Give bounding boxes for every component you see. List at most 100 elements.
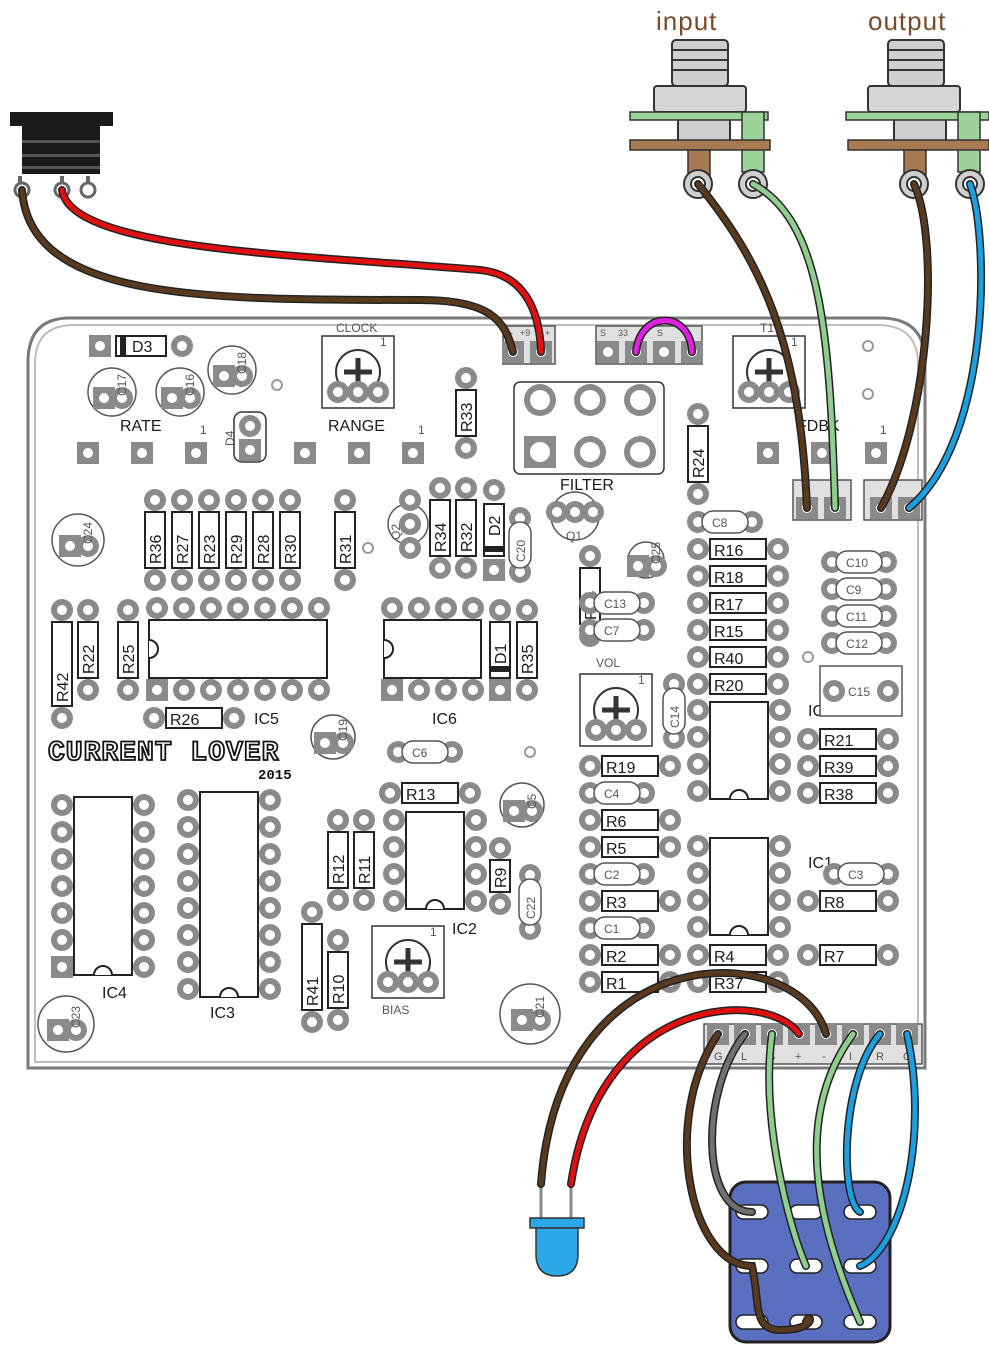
diode-band bbox=[490, 666, 510, 672]
mounting-hole bbox=[362, 542, 374, 554]
pad-hole bbox=[149, 713, 159, 723]
resistor-body bbox=[709, 592, 767, 614]
capacitor-label: C3 bbox=[848, 868, 864, 882]
resistor-label: R16 bbox=[714, 543, 743, 560]
pad-hole bbox=[373, 387, 383, 397]
pad-hole bbox=[333, 895, 343, 905]
pad-hole bbox=[405, 543, 415, 553]
pin-number-label: 1 bbox=[638, 673, 645, 687]
pad-hole bbox=[403, 977, 413, 987]
pad-hole bbox=[495, 685, 505, 695]
pad-hole bbox=[775, 705, 785, 715]
pad-hole bbox=[803, 761, 813, 771]
pad-hole bbox=[183, 930, 193, 940]
logo: CURRENT LOVER 2015 bbox=[47, 737, 292, 784]
pad-hole bbox=[827, 584, 837, 594]
resistor-label: R10 bbox=[331, 975, 348, 1004]
pad-hole bbox=[515, 513, 525, 523]
pad-hole bbox=[522, 685, 532, 695]
pad-hole bbox=[881, 638, 891, 648]
pad-hole bbox=[693, 977, 703, 987]
pad-hole bbox=[206, 603, 216, 613]
resistor-body bbox=[455, 499, 477, 557]
pad-hole bbox=[83, 448, 93, 458]
pad-hole bbox=[585, 869, 595, 879]
pad-hole bbox=[287, 685, 297, 695]
pad-hole bbox=[414, 603, 424, 613]
pad-hole bbox=[665, 761, 675, 771]
pad-hole bbox=[465, 788, 475, 798]
pad-hole bbox=[773, 571, 783, 581]
resistor-label: R18 bbox=[714, 570, 743, 587]
resistor-label: R30 bbox=[283, 535, 300, 564]
switch-out-wire-b bbox=[857, 1031, 918, 1269]
resistor-body bbox=[709, 619, 767, 641]
pad-hole bbox=[340, 495, 350, 505]
transistor-label: Q2 bbox=[389, 524, 403, 540]
pad-hole bbox=[139, 962, 149, 972]
pad-hole bbox=[139, 854, 149, 864]
resistor-label: R8 bbox=[824, 895, 845, 912]
ic-label: IC2 bbox=[452, 921, 477, 938]
pad-hole bbox=[359, 895, 369, 905]
pad-hole bbox=[693, 759, 703, 769]
resistor-label: R42 bbox=[55, 673, 72, 702]
pad-hole bbox=[468, 603, 478, 613]
dc-ground-wire bbox=[19, 187, 516, 355]
mounting-hole bbox=[862, 388, 874, 400]
pad-hole bbox=[461, 563, 471, 573]
pad-hole bbox=[552, 507, 562, 517]
pad-hole bbox=[883, 950, 893, 960]
footswitch-pad-label: + bbox=[795, 1051, 801, 1063]
pad-hole bbox=[265, 957, 275, 967]
pad-hole bbox=[763, 448, 773, 458]
resistor-body bbox=[489, 859, 511, 893]
resistor-label: R33 bbox=[459, 403, 476, 432]
pad-hole bbox=[489, 565, 499, 575]
resistor-body bbox=[165, 707, 223, 729]
film-cap-body bbox=[593, 781, 641, 805]
pad-hole bbox=[585, 896, 595, 906]
pad-hole bbox=[231, 495, 241, 505]
resistor-label: R31 bbox=[338, 535, 355, 564]
pad-hole bbox=[265, 822, 275, 832]
resistor-label: R20 bbox=[714, 678, 743, 695]
t1-label: T1 bbox=[760, 321, 774, 335]
capacitor-label: C9 bbox=[846, 583, 862, 597]
resistor-body bbox=[709, 538, 767, 560]
resistor-label: R40 bbox=[714, 651, 743, 668]
resistor-body bbox=[709, 646, 767, 668]
pad-hole bbox=[219, 371, 229, 381]
resistor-body bbox=[819, 944, 877, 966]
capacitor-label: C16 bbox=[183, 374, 197, 396]
pad-hole bbox=[354, 448, 364, 458]
pad-hole bbox=[179, 685, 189, 695]
pad-hole bbox=[265, 984, 275, 994]
ic-body bbox=[383, 619, 482, 679]
pad-hole bbox=[883, 788, 893, 798]
jumper-pad-label: 33 bbox=[618, 328, 628, 338]
pad-hole bbox=[803, 788, 813, 798]
pad-hole bbox=[320, 738, 330, 748]
pad-hole bbox=[535, 1015, 545, 1025]
resistor-label: R41 bbox=[305, 977, 322, 1006]
pad-hole bbox=[389, 842, 399, 852]
led-ground-wire bbox=[538, 970, 829, 1187]
pad-hole bbox=[245, 421, 255, 431]
pad-hole bbox=[585, 842, 595, 852]
pad-hole bbox=[333, 815, 343, 825]
pad-hole bbox=[258, 495, 268, 505]
pad-hole bbox=[206, 685, 216, 695]
pad-hole bbox=[773, 652, 783, 662]
resistor-label: R19 bbox=[606, 760, 635, 777]
switch-in-wire-a bbox=[766, 1031, 809, 1269]
pad-hole bbox=[693, 786, 703, 796]
footswitch-lug bbox=[789, 1204, 823, 1220]
pad-hole bbox=[83, 685, 93, 695]
pad-hole bbox=[471, 896, 481, 906]
diode-label: D1 bbox=[493, 643, 510, 664]
pad-hole bbox=[139, 881, 149, 891]
pad-hole bbox=[57, 854, 67, 864]
pad-hole bbox=[183, 795, 193, 805]
pad-hole bbox=[150, 495, 160, 505]
